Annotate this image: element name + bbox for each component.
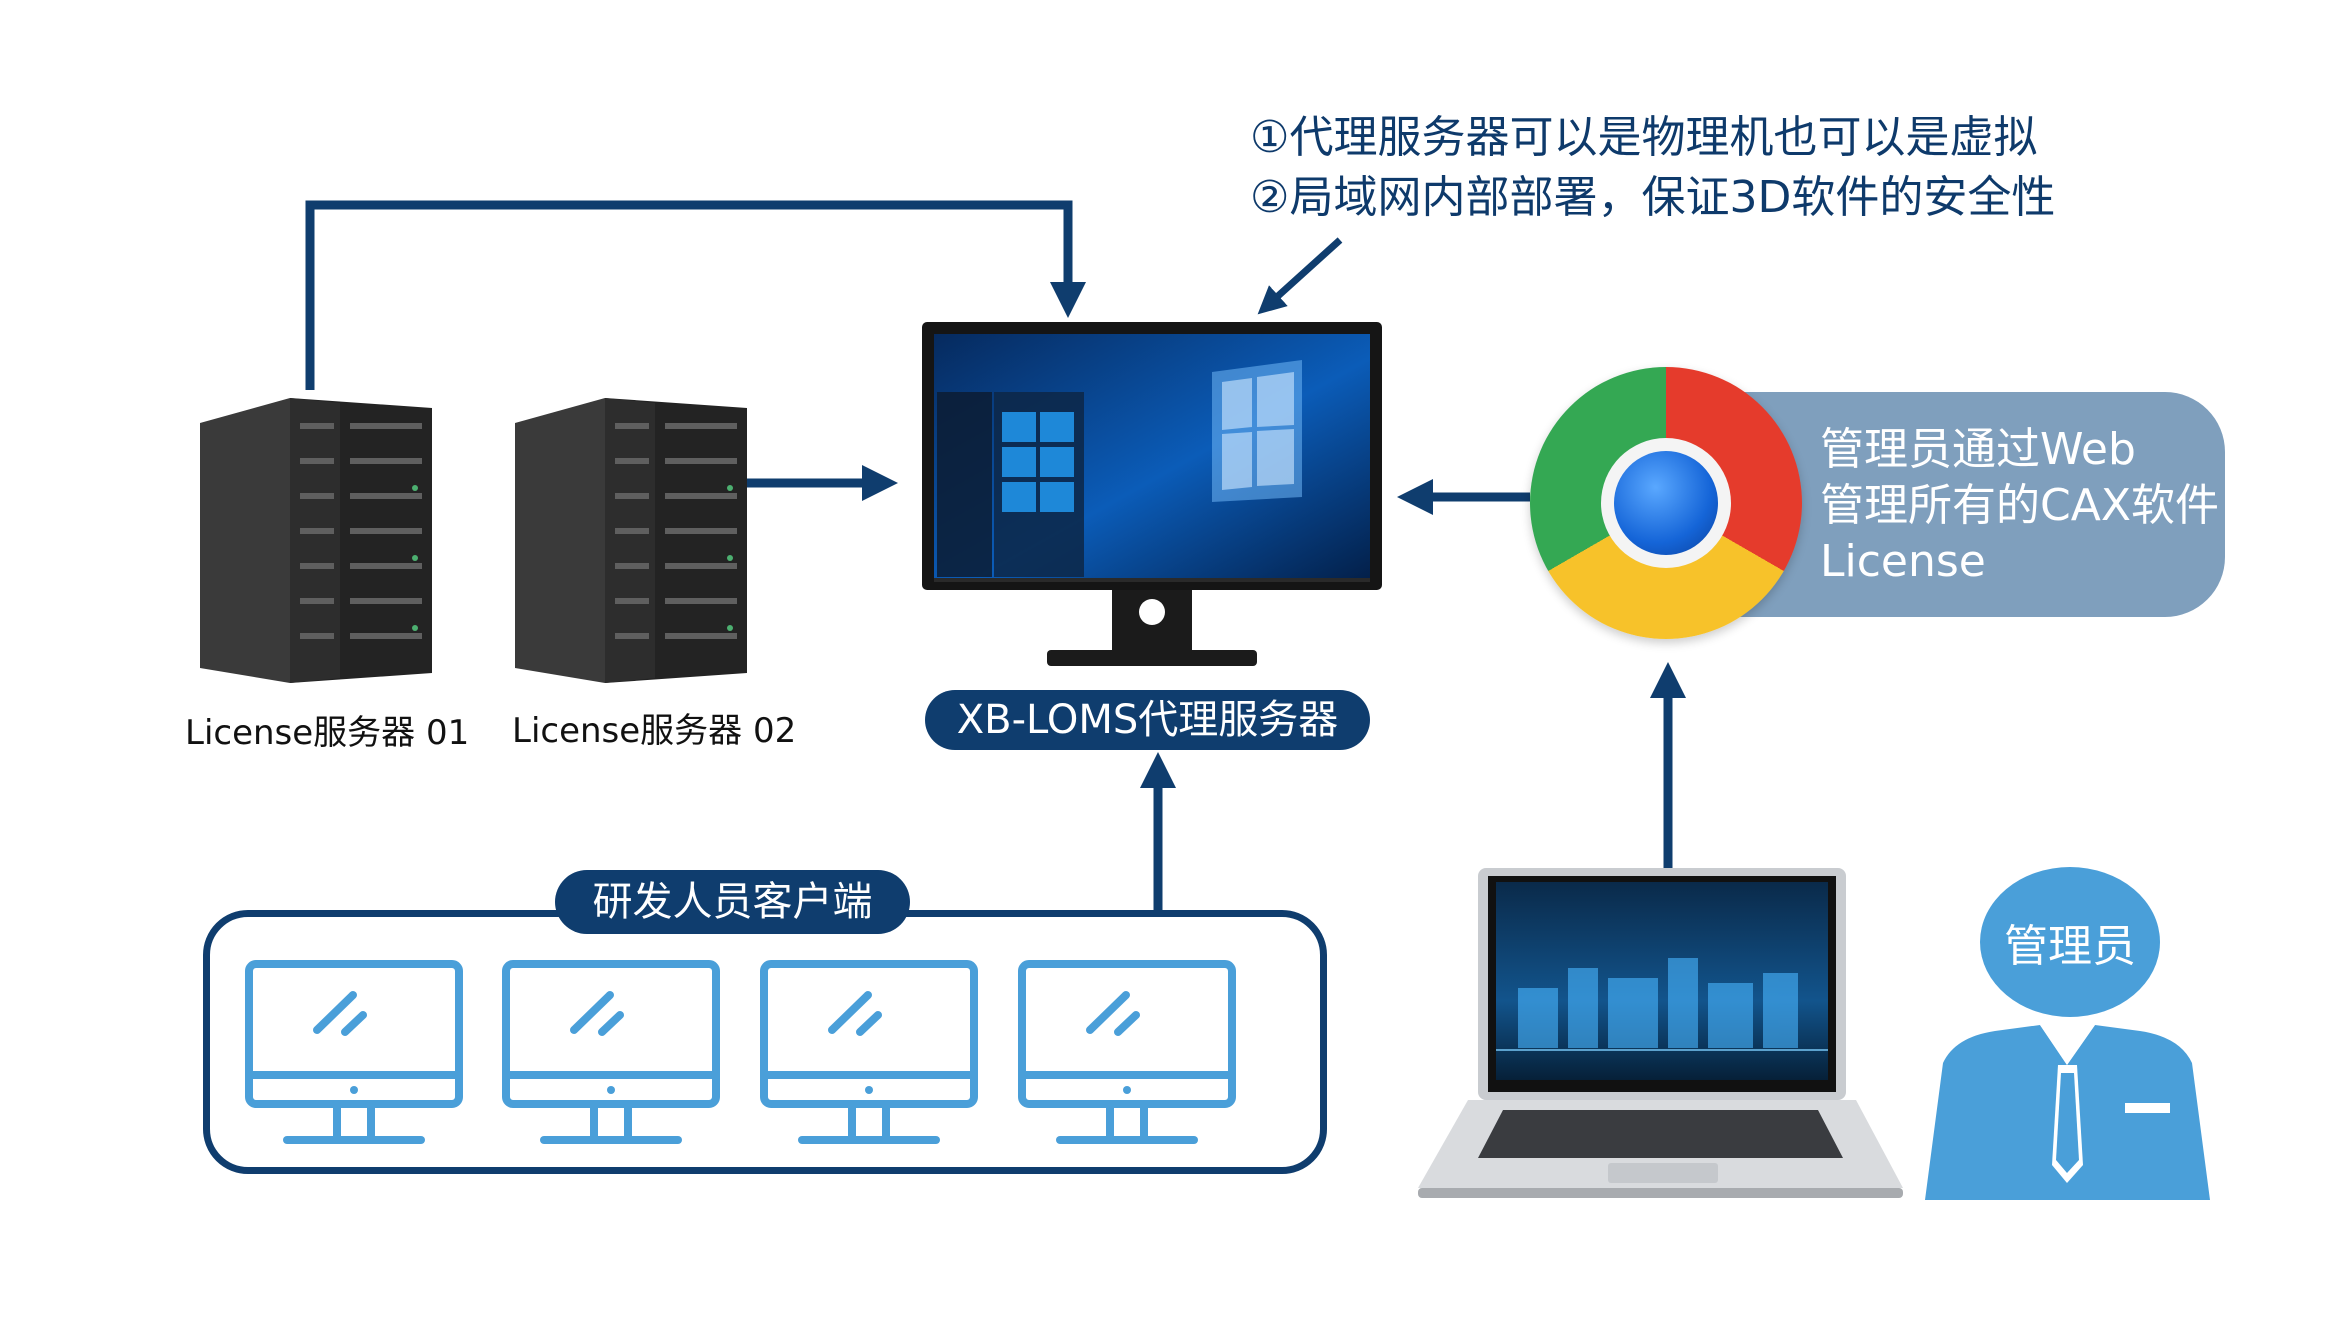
web-admin-line-2: 管理所有的CAX软件: [1820, 480, 2219, 531]
admin-head-label: 管理员: [1980, 867, 2160, 1017]
proxy-label-pill: XB-LOMS代理服务器: [925, 690, 1370, 750]
client-monitor-icon: [760, 960, 978, 1144]
admin-person-icon: [1925, 1025, 2210, 1200]
client-monitor-icon: [245, 960, 463, 1144]
server-label-02: License服务器 02: [512, 711, 797, 751]
web-admin-line-3: License: [1820, 536, 1986, 587]
note-line-1: ①代理服务器可以是物理机也可以是虚拟: [1250, 112, 2038, 163]
laptop-icon: [1418, 868, 1903, 1198]
web-admin-line-1: 管理员通过Web: [1820, 424, 2136, 475]
proxy-monitor-icon: [922, 322, 1382, 666]
arrow-server01-to-proxy: [305, 200, 1086, 390]
server-label-01: License服务器 01: [185, 713, 470, 753]
arrow-note-to-proxy: [1257, 237, 1343, 315]
server-rack-01-icon: [200, 398, 432, 683]
client-monitor-icon: [502, 960, 720, 1144]
note-line-2: ②局域网内部部署，保证3D软件的安全性: [1250, 172, 2056, 223]
chrome-browser-icon: [1530, 367, 1802, 639]
clients-label-pill: 研发人员客户端: [555, 870, 910, 934]
server-rack-02-icon: [515, 398, 747, 683]
client-monitor-icon: [1018, 960, 1236, 1144]
